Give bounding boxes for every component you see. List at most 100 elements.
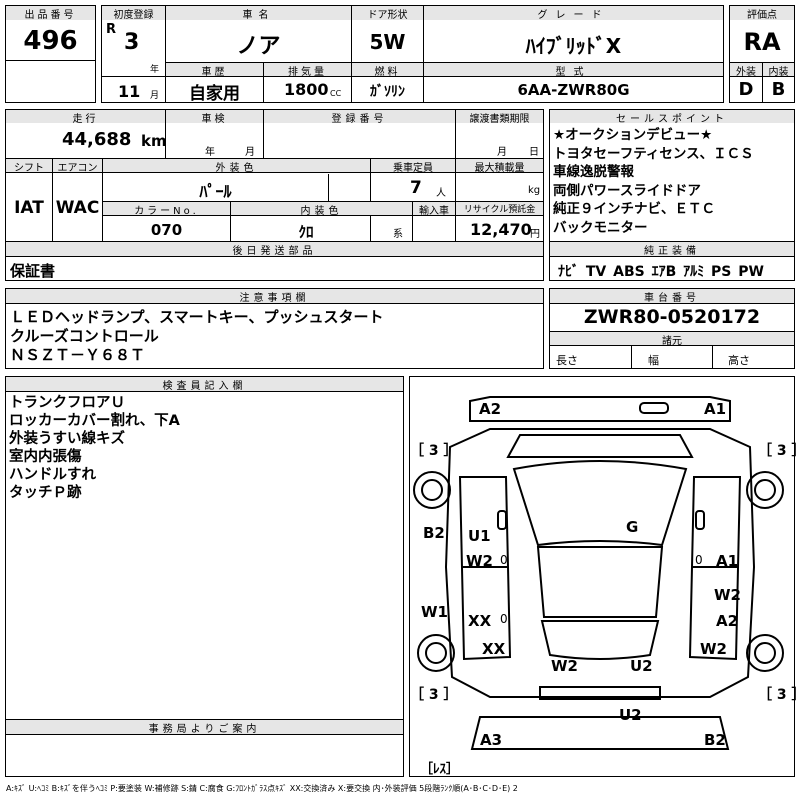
doors: 5W (369, 30, 406, 54)
mark-w1-left: W1 (421, 603, 448, 621)
fuel-header: 燃料 (374, 67, 401, 78)
equipment-airbag: ｴｱB (651, 264, 677, 280)
mark-a1-front: A1 (704, 400, 727, 418)
sales-point-line: 車線逸脱警報 (553, 164, 634, 180)
sales-points-header: セールスポイント (616, 114, 728, 125)
genuine-equipment-header: 純正装備 (644, 246, 700, 257)
inspector-line: ハンドルすれ (9, 467, 96, 483)
registration-header: 登録番号 (331, 114, 388, 125)
color-no-header: カラーNo. (134, 206, 199, 217)
mark-a2-right: A2 (716, 612, 739, 630)
capacity-header: 乗車定員 (393, 163, 433, 174)
grade-header: グレード (537, 10, 610, 21)
roof-outline (536, 546, 664, 618)
shift: IAT (14, 198, 44, 218)
grade: ﾊｲﾌﾞﾘｯﾄﾞX (525, 34, 622, 58)
notes-line: ＮＳＺＴ－Ｙ６８Ｔ (10, 346, 146, 364)
first-reg-header: 初度登録 (113, 10, 154, 21)
model-code: 6AA-ZWR80G (517, 81, 630, 99)
first-reg-year-unit: 年 (150, 65, 160, 75)
recycle-header: リサイクル預託金 (463, 205, 536, 215)
capacity: 7 (410, 178, 422, 198)
notes: ＬＥＤヘッドランプ、スマートキー、プッシュスタート クルーズコントロール ＮＳＺ… (10, 308, 384, 365)
mark-b2-left: B2 (423, 524, 445, 542)
tire-rear-left: ［ 3 ］ (410, 687, 458, 703)
recycle-fee: 12,470 (470, 220, 532, 239)
wheel-front-left (413, 471, 451, 509)
inspector-notes: トランクフロアＵ ロッカーカバー割れ、下A 外装うすい線キズ 室内内張傷 ハンド… (9, 394, 180, 502)
interior-rating: B (771, 79, 786, 100)
equipment-navi: ﾅﾋﾞ (558, 264, 579, 280)
office-header: 事務局よりご案内 (148, 724, 261, 735)
left-side-outline (458, 476, 512, 661)
transfer-deadline-day-unit: 日 (529, 147, 539, 158)
equipment-alloy: ｱﾙﾐ (683, 264, 705, 280)
sales-point-line: 両側パワースライドドア (553, 182, 701, 199)
inspection-header: 車検 (201, 114, 228, 125)
displacement: 1800 (284, 80, 329, 99)
car-name: ノア (236, 34, 281, 59)
mirror-right (695, 510, 705, 530)
mark-xx-left-rear: XX (468, 612, 492, 630)
right-side-outline (688, 476, 742, 661)
zero-mark-front-left: 0 (500, 553, 508, 567)
notes-header: 注意事項欄 (239, 293, 310, 304)
chassis-number: ZWR80-0520172 (583, 306, 761, 328)
color-no: 070 (150, 221, 183, 239)
rear-plate (539, 686, 661, 700)
mark-u2-bumper: U2 (619, 706, 642, 724)
recycle-unit: 円 (530, 229, 540, 240)
spare-tire: ［ﾚｽ］ (420, 762, 460, 777)
rear-bumper-outline (470, 716, 730, 750)
int-color-unit: 系 (393, 229, 403, 240)
spec-height-label: 高さ (728, 354, 750, 367)
front-grille (639, 402, 669, 414)
history: 自家用 (189, 84, 240, 104)
inspection-year-unit: 年 (205, 147, 215, 158)
notes-line: ＬＥＤヘッドランプ、スマートキー、プッシュスタート (10, 308, 384, 326)
max-load-unit: kg (528, 185, 541, 196)
rating-score: RA (743, 28, 781, 56)
displacement-header: 排気量 (288, 67, 327, 78)
spec-length-label: 長さ (556, 354, 578, 367)
displacement-unit: CC (330, 89, 342, 98)
inspector-header: 検査員記入欄 (162, 381, 247, 392)
first-reg-month: 11 (118, 82, 141, 101)
rating-header: 評価点 (747, 10, 777, 21)
mark-w2-left-front: W2 (466, 552, 493, 570)
mark-w2-right: W2 (714, 586, 741, 604)
lot-number-header: 出品番号 (24, 10, 77, 21)
shift-header: シフト (14, 163, 44, 174)
later-parts-header: 後日発送部品 (232, 246, 317, 257)
wheel-rear-right (746, 634, 784, 672)
model-code-header: 型式 (555, 67, 592, 78)
equipment-abs: ABS (613, 264, 645, 280)
inspector-line: 外装うすい線キズ (9, 431, 125, 447)
mileage-unit: km (141, 132, 167, 150)
capacity-unit: 人 (436, 188, 446, 199)
sales-point-line: トヨタセーフティセンス、ＩＣＳ (553, 145, 754, 162)
legend: A:ｷｽﾞ U:ﾍｺﾐ B:ｷｽﾞを伴うﾍｺﾐ P:要塗装 W:補修跡 S:錆 … (6, 784, 518, 793)
sales-point-line: 純正９インチナビ、ＥＴＣ (553, 201, 715, 217)
mark-g-windshield: G (626, 518, 639, 536)
ext-color-header: 外装色 (215, 163, 258, 174)
lot-number: 496 (23, 26, 78, 56)
car-name-header: 車名 (242, 10, 275, 21)
mileage-header: 走行 (72, 114, 99, 125)
doors-header: ドア形状 (367, 10, 408, 21)
equipment-pw: PW (738, 264, 764, 280)
tire-rear-right: ［ 3 ］ (758, 687, 800, 703)
spec-width-label: 幅 (648, 354, 659, 367)
mirror-left (497, 510, 507, 530)
exterior-rating: D (738, 79, 754, 100)
rear-glass-outline (540, 620, 660, 660)
history-header: 車歴 (201, 67, 228, 78)
zero-mark-rear-left: 0 (500, 612, 508, 626)
car-diagram (413, 396, 784, 750)
inspector-line: タッチＰ跡 (9, 485, 82, 501)
mark-w2-rear: W2 (551, 657, 578, 675)
wheel-front-right (746, 471, 784, 509)
first-reg-month-unit: 月 (150, 91, 160, 101)
hood-outline (506, 434, 694, 458)
